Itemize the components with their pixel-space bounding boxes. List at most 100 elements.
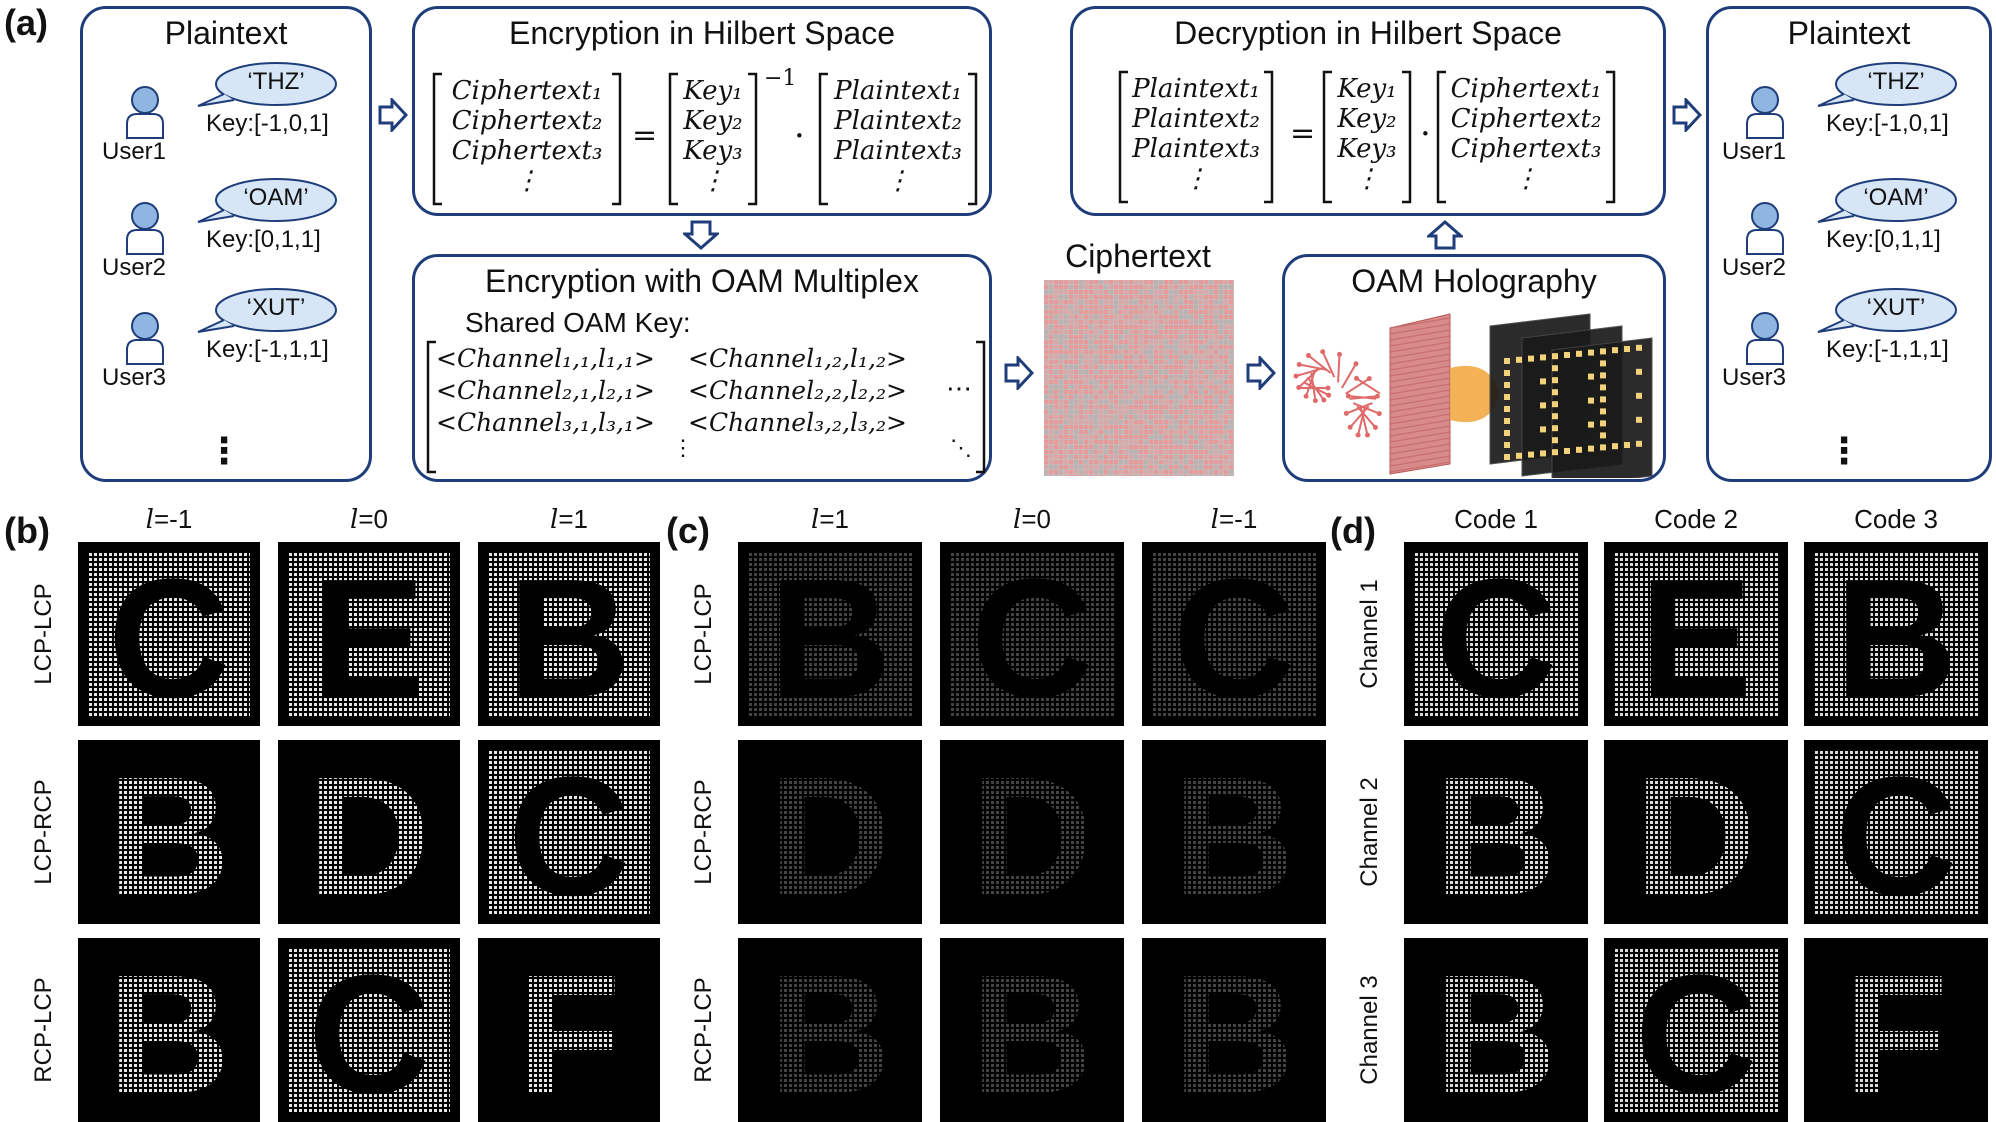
svg-text:F: F <box>517 940 620 1122</box>
hologram-letter-image: B <box>940 938 1124 1122</box>
hologram-cell: BB <box>1404 740 1588 924</box>
shared-key-label: Shared OAM Key: <box>465 307 691 338</box>
arrow-down-icon <box>683 220 719 250</box>
svg-text:D: D <box>971 742 1093 924</box>
matrix-entry: Key₂ <box>1337 104 1397 134</box>
matrix-entry: Plaintext₁ <box>1132 74 1260 104</box>
hologram-cell: BB <box>1404 938 1588 1122</box>
matrix-entry: ⋮ <box>1354 164 1380 194</box>
ciphertext-image <box>1044 280 1234 479</box>
svg-text:B: B <box>1435 742 1557 924</box>
oam-l-symbol: l <box>550 505 559 535</box>
hologram-letter-image: B <box>78 938 260 1122</box>
hologram-cell: DD <box>940 740 1124 924</box>
matrix-entry: Ciphertext₁ <box>451 76 603 106</box>
hologram-letter: B <box>1804 542 1805 543</box>
panel-label-b: (b) <box>4 510 50 551</box>
matrix-entry: Key₂ <box>683 106 743 136</box>
user-entry: ‘XUT’Key:[-1,1,1]User3 <box>100 286 370 396</box>
horizontal-ellipsis: ⋯ <box>946 374 972 404</box>
hologram-letter: F <box>1804 938 1805 939</box>
oam-l-symbol: l <box>350 505 359 535</box>
user-entry: ‘THZ’ Key:[-1,0,1] User1 <box>100 60 370 170</box>
hologram-letter: C <box>1604 938 1605 939</box>
hologram-letter-image: B <box>1804 542 1988 726</box>
box-title: Decryption in Hilbert Space <box>1174 15 1562 51</box>
hologram-cell: FF <box>1804 938 1988 1122</box>
user-icon <box>126 312 164 365</box>
matrix-entry: Key₃ <box>1337 134 1397 164</box>
user-message: ‘XUT’ <box>1866 294 1926 321</box>
user-message: ‘XUT’ <box>246 294 306 321</box>
svg-text:C: C <box>1635 940 1757 1122</box>
hologram-cell: DD <box>1604 740 1788 924</box>
hologram-letter-image: C <box>1404 542 1588 726</box>
column-label: l=1 <box>478 504 660 535</box>
encryption-oam-box: Encryption with OAM Multiplex Shared OAM… <box>412 254 992 482</box>
user-name: User1 <box>102 138 167 165</box>
user-key: Key:[-1,0,1] <box>206 110 329 137</box>
hologram-letter-image: F <box>1804 938 1988 1122</box>
hologram-letter: B <box>78 938 79 939</box>
svg-text:D: D <box>769 742 891 924</box>
hologram-letter-image: D <box>738 740 922 924</box>
svg-text:C: C <box>108 544 230 726</box>
row-label: LCP-LCP <box>690 583 717 685</box>
dot-operator: · <box>794 116 805 156</box>
matrix-entry: Plaintext₂ <box>834 106 962 136</box>
matrix-entry: Key₁ <box>1337 74 1397 104</box>
svg-text:B: B <box>108 742 230 924</box>
hologram-letter: C <box>78 542 79 543</box>
matrix-entry: Key₁ <box>683 76 743 106</box>
oam-key-entry: <Channel₃,₁,l₃,₁> <box>436 408 655 437</box>
user-name: User1 <box>1722 138 1787 165</box>
user-message: ‘OAM’ <box>1863 184 1929 211</box>
oam-l-value: =0 <box>358 504 388 534</box>
hologram-letter: B <box>1142 740 1143 741</box>
hologram-cell: EE <box>278 542 460 726</box>
box-title: Encryption in Hilbert Space <box>509 15 895 51</box>
arrow-right-icon <box>1672 98 1702 132</box>
svg-text:E: E <box>313 544 426 726</box>
arrow-right-icon <box>378 98 408 132</box>
user-key: Key:[-1,1,1] <box>206 336 329 363</box>
user-message: ‘THZ’ <box>247 68 305 95</box>
row-label: Channel 3 <box>1356 975 1383 1085</box>
matrix-entry: ⋮ <box>700 166 726 196</box>
arrow-up-icon <box>1427 220 1463 250</box>
hologram-cell: BB <box>1142 938 1326 1122</box>
speech-bubble-icon <box>1817 288 1957 333</box>
oam-l-value: =-1 <box>1219 504 1258 534</box>
matrix-bracket <box>1322 70 1412 204</box>
user-entry: ‘OAM’Key:[0,1,1]User2 <box>100 176 370 286</box>
user-icon <box>126 202 164 255</box>
hologram-letter: B <box>738 938 739 939</box>
user-name: User3 <box>1722 364 1787 391</box>
hologram-letter-image: C <box>940 542 1124 726</box>
hologram-cell: CC <box>1804 740 1988 924</box>
hologram-cell: BB <box>78 740 260 924</box>
row-label: LCP-RCP <box>30 779 57 885</box>
hologram-letter-image: C <box>1142 542 1326 726</box>
oam-l-symbol: l <box>1210 505 1219 535</box>
user-key: Key:[-1,0,1] <box>1826 110 1949 137</box>
hologram-letter: B <box>78 740 79 741</box>
hologram-letter: B <box>738 542 739 543</box>
matrix-entry: Ciphertext₃ <box>451 136 603 166</box>
diagonal-ellipsis: ⋱ <box>950 436 972 461</box>
matrix-entry: ⋮ <box>514 166 540 196</box>
hologram-cell: BB <box>940 938 1124 1122</box>
svg-text:F: F <box>1844 940 1947 1122</box>
svg-text:D: D <box>1635 742 1757 924</box>
hologram-letter: C <box>940 542 941 543</box>
svg-text:B: B <box>1173 742 1295 924</box>
matrix-entry: Plaintext₃ <box>1132 134 1260 164</box>
hologram-letter-image: C <box>78 542 260 726</box>
hologram-cell: CC <box>278 938 460 1122</box>
matrix-bracket <box>426 340 986 474</box>
hologram-letter: C <box>1804 740 1805 741</box>
oam-key-entry: <Channel₁,₂,l₁,₂> <box>688 344 907 373</box>
